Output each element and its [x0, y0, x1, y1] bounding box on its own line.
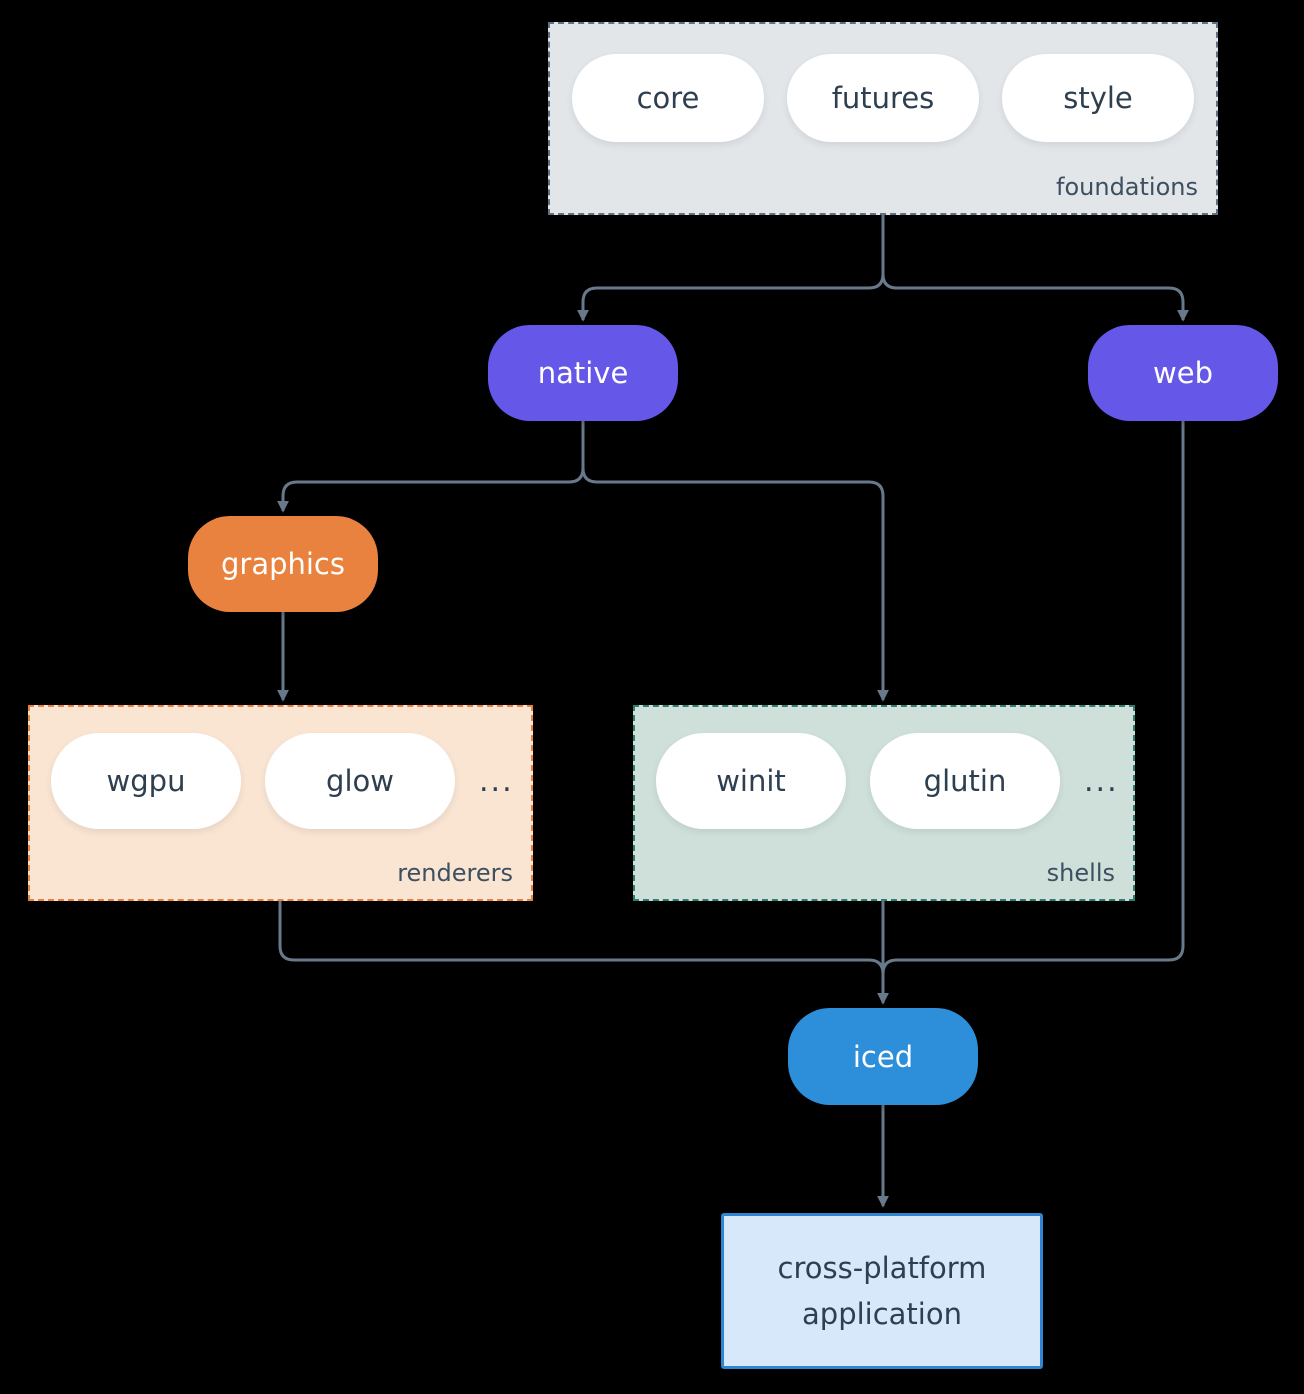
foundations-pill-row: core futures style — [550, 54, 1216, 142]
shells-pill-row: winit glutin ... — [635, 733, 1154, 829]
group-renderers: wgpu glow ... renderers — [28, 705, 533, 901]
group-shells: winit glutin ... shells — [633, 705, 1135, 901]
node-cross-platform-application: cross-platform application — [721, 1213, 1043, 1369]
foundations-label: foundations — [1056, 173, 1198, 201]
node-futures: futures — [787, 54, 979, 142]
edge-foundations-native — [577, 215, 885, 322]
edge-web-merge — [881, 421, 1185, 975]
node-graphics: graphics — [188, 516, 378, 612]
node-native: native — [488, 325, 678, 421]
node-winit: winit — [656, 733, 846, 829]
shells-ellipsis: ... — [1084, 763, 1119, 799]
node-core: core — [572, 54, 764, 142]
shells-label: shells — [1046, 859, 1115, 887]
node-glow: glow — [265, 733, 455, 829]
group-foundations: core futures style foundations — [548, 22, 1218, 215]
renderers-label: renderers — [397, 859, 513, 887]
edge-native-shells — [581, 421, 889, 702]
edge-native-graphics — [277, 421, 585, 513]
node-iced: iced — [788, 1008, 978, 1105]
renderers-pill-row: wgpu glow ... — [30, 733, 552, 829]
edge-foundations-web — [881, 215, 1189, 322]
node-wgpu: wgpu — [51, 733, 241, 829]
renderers-ellipsis: ... — [479, 763, 514, 799]
edge-renderers-merge — [278, 901, 885, 975]
node-glutin: glutin — [870, 733, 1060, 829]
node-style: style — [1002, 54, 1194, 142]
node-web: web — [1088, 325, 1278, 421]
